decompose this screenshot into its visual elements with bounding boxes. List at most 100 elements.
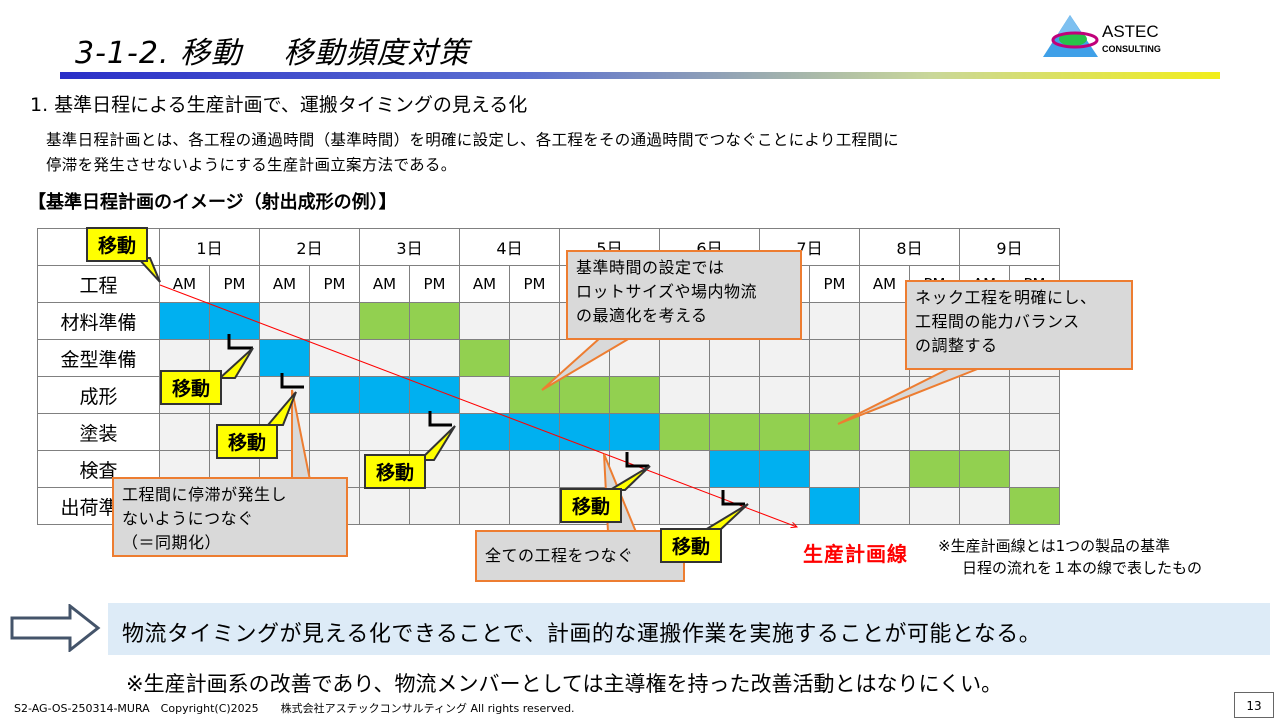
- move-label: 移動: [660, 528, 723, 563]
- description-line: 停滞を発生させないようにする生産計画立案方法である。: [46, 156, 457, 174]
- day-header: 2日: [259, 228, 360, 266]
- am-header: AM: [159, 265, 210, 303]
- am-header: AM: [459, 265, 510, 303]
- empty-cell: [909, 487, 960, 525]
- empty-cell: [459, 487, 510, 525]
- am-header: AM: [359, 265, 410, 303]
- move-label: 移動: [560, 488, 623, 523]
- empty-cell: [759, 376, 810, 414]
- pm-header: PM: [209, 265, 260, 303]
- callout-line: ネック工程を明確にし、: [915, 288, 1097, 307]
- empty-cell: [509, 339, 560, 377]
- supplementary-note: ※生産計画系の改善であり、物流メンバーとしては主導権を持った改善活動とはなりにく…: [126, 672, 1003, 696]
- callout-line: の最適化を考える: [576, 306, 708, 325]
- plan-line-label: 生産計画線: [803, 542, 908, 566]
- am-header: AM: [259, 265, 310, 303]
- empty-cell: [509, 302, 560, 340]
- empty-cell: [1009, 376, 1060, 414]
- conclusion-text: 物流タイミングが見える化できることで、計画的な運搬作業を実施することが可能となる…: [122, 622, 1042, 647]
- move-label: 移動: [364, 454, 427, 489]
- day-header: 8日: [859, 228, 960, 266]
- logo-triangle-icon: [1043, 15, 1099, 57]
- empty-cell: [659, 339, 710, 377]
- callout-line: ロットサイズや場内物流: [576, 282, 758, 301]
- empty-cell: [909, 413, 960, 451]
- empty-cell: [759, 339, 810, 377]
- empty-cell: [309, 413, 360, 451]
- move-arrow-icon: [227, 334, 253, 350]
- callout-no-stagnation: 工程間に停滞が発生し ないようにつなぐ （＝同期化）: [112, 477, 348, 557]
- process-bar-cell: [459, 413, 510, 451]
- move-label: 移動: [160, 370, 223, 405]
- am-header: AM: [859, 265, 910, 303]
- empty-cell: [409, 339, 460, 377]
- logo-sub: CONSULTING: [1102, 44, 1161, 54]
- callout-connect-all: 全ての工程をつなぐ: [475, 530, 685, 582]
- empty-cell: [459, 376, 510, 414]
- move-arrows: [227, 334, 745, 506]
- day-header: 9日: [959, 228, 1060, 266]
- empty-cell: [809, 302, 860, 340]
- empty-cell: [1009, 413, 1060, 451]
- description-line: 基準日程計画とは、各工程の通過時間（基準時間）を明確に設定し、各工程をその通過時…: [46, 131, 899, 149]
- callout-line: 基準時間の設定では: [576, 258, 725, 277]
- conclusion-banner: [108, 603, 1270, 655]
- empty-cell: [459, 450, 510, 488]
- title-underline: [60, 72, 1220, 79]
- grid-heading: 【基準日程計画のイメージ（射出成形の例）】: [28, 192, 397, 213]
- callout-line: の調整する: [915, 336, 998, 355]
- plan-line-note: ※生産計画線とは1つの製品の基準 日程の流れを１本の線で表したもの: [938, 535, 1202, 579]
- callout-tails: [291, 337, 981, 533]
- empty-cell: [959, 376, 1010, 414]
- empty-cell: [709, 376, 760, 414]
- empty-cell: [459, 302, 510, 340]
- callout-line: （＝同期化）: [122, 533, 222, 552]
- slide-title: 3-1-2. 移動 移動頻度対策: [75, 36, 470, 71]
- buffer-cell: [909, 450, 960, 488]
- production-plan-line: [159, 284, 797, 527]
- process-bar-cell: [609, 413, 660, 451]
- process-name: 成形: [37, 376, 160, 414]
- empty-cell: [659, 487, 710, 525]
- pm-header: PM: [509, 265, 560, 303]
- process-bar-cell: [509, 413, 560, 451]
- empty-cell: [709, 339, 760, 377]
- empty-cell: [659, 450, 710, 488]
- move-label: 移動: [86, 227, 149, 262]
- note-line: ※生産計画線とは1つの製品の基準: [938, 537, 1171, 555]
- empty-cell: [859, 450, 910, 488]
- empty-cell: [559, 450, 610, 488]
- empty-cell: [809, 376, 860, 414]
- callout-standard-time: 基準時間の設定では ロットサイズや場内物流 の最適化を考える: [566, 250, 802, 340]
- process-name: 金型準備: [37, 339, 160, 377]
- move-arrow-icon: [280, 373, 304, 389]
- move-arrow-icon: [428, 411, 452, 427]
- pm-header: PM: [309, 265, 360, 303]
- day-header: 4日: [459, 228, 560, 266]
- empty-cell: [1009, 450, 1060, 488]
- empty-cell: [959, 487, 1010, 525]
- empty-cell: [359, 487, 410, 525]
- pm-header: PM: [809, 265, 860, 303]
- description: 基準日程計画とは、各工程の通過時間（基準時間）を明確に設定し、各工程をその通過時…: [46, 128, 899, 178]
- move-arrow-icon: [721, 490, 745, 506]
- process-header: 工程: [37, 265, 160, 303]
- process-bar-cell: [759, 450, 810, 488]
- buffer-cell: [609, 376, 660, 414]
- right-arrow-icon: [10, 604, 101, 652]
- buffer-cell: [659, 413, 710, 451]
- callout-neck-process: ネック工程を明確にし、 工程間の能力バランス の調整する: [905, 280, 1133, 370]
- empty-cell: [859, 339, 910, 377]
- move-arrow-icon: [625, 452, 649, 468]
- empty-cell: [509, 487, 560, 525]
- move-label: 移動: [216, 424, 279, 459]
- empty-cell: [259, 376, 310, 414]
- buffer-cell: [1009, 487, 1060, 525]
- empty-cell: [759, 487, 810, 525]
- company-logo: ASTEC CONSULTING: [1040, 12, 1220, 70]
- empty-cell: [259, 302, 310, 340]
- page-number: 13: [1234, 692, 1274, 718]
- empty-cell: [309, 302, 360, 340]
- day-header: 3日: [359, 228, 460, 266]
